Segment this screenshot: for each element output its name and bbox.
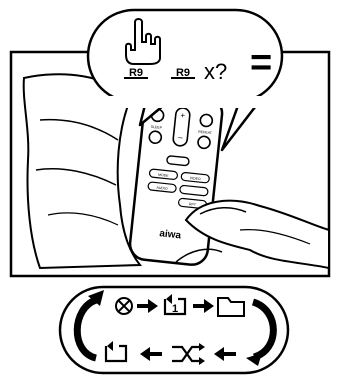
- remote-rpt-label: RPT: [189, 202, 197, 207]
- times-question-text: x?: [204, 59, 227, 84]
- repeat-cycle-diagram: 1: [60, 287, 288, 373]
- equals-sign: =: [250, 42, 272, 84]
- brand-logo: aiwa: [159, 228, 182, 241]
- repeat-off-icon: [116, 298, 132, 314]
- svg-text:1: 1: [172, 303, 178, 315]
